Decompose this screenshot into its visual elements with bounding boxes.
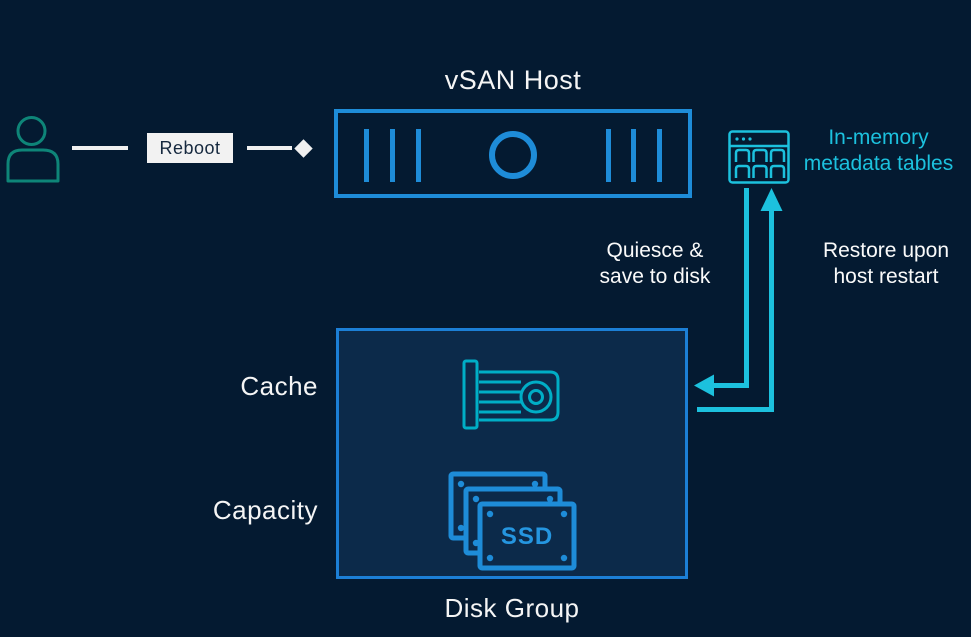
vsan-host-title: vSAN Host [444,65,582,95]
restore-arrowhead-icon [760,188,783,211]
vsan-host-box [334,109,692,198]
restore-label: Restore upon host restart [796,238,971,290]
quiesce-label-line2: save to disk [599,265,711,288]
quiesce-arrowhead-icon [694,374,714,397]
restore-arrow-line [697,211,774,412]
metadata-tables-icon [728,130,790,184]
ssd-front: SSD [477,501,577,571]
diamond-connector-end [294,139,313,158]
cache-label: Cache [240,371,318,401]
reboot-to-host-connector [247,146,292,150]
restore-label-line1: Restore upon [822,239,950,262]
ssd-text: SSD [501,523,553,550]
actor-to-reboot-connector [72,146,128,150]
quiesce-arrow-line [712,188,749,388]
disk-group-label: Disk Group [444,593,580,623]
reboot-button[interactable]: Reboot [147,133,233,163]
quiesce-label-line1: Quiesce & [606,239,704,262]
metadata-label-line1: In-memory [828,126,929,149]
flow-arrows [694,188,783,412]
ssd-stack-icon: SSD [448,471,577,571]
person-icon [6,116,60,183]
metadata-label-line2: metadata tables [803,152,954,175]
metadata-tables-label: In-memory metadata tables [786,125,971,177]
server-front-icon [364,129,662,182]
restore-label-line2: host restart [833,265,939,288]
capacity-label: Capacity [212,495,318,525]
quiesce-label: Quiesce & save to disk [565,238,745,290]
cache-device-icon [462,359,560,430]
